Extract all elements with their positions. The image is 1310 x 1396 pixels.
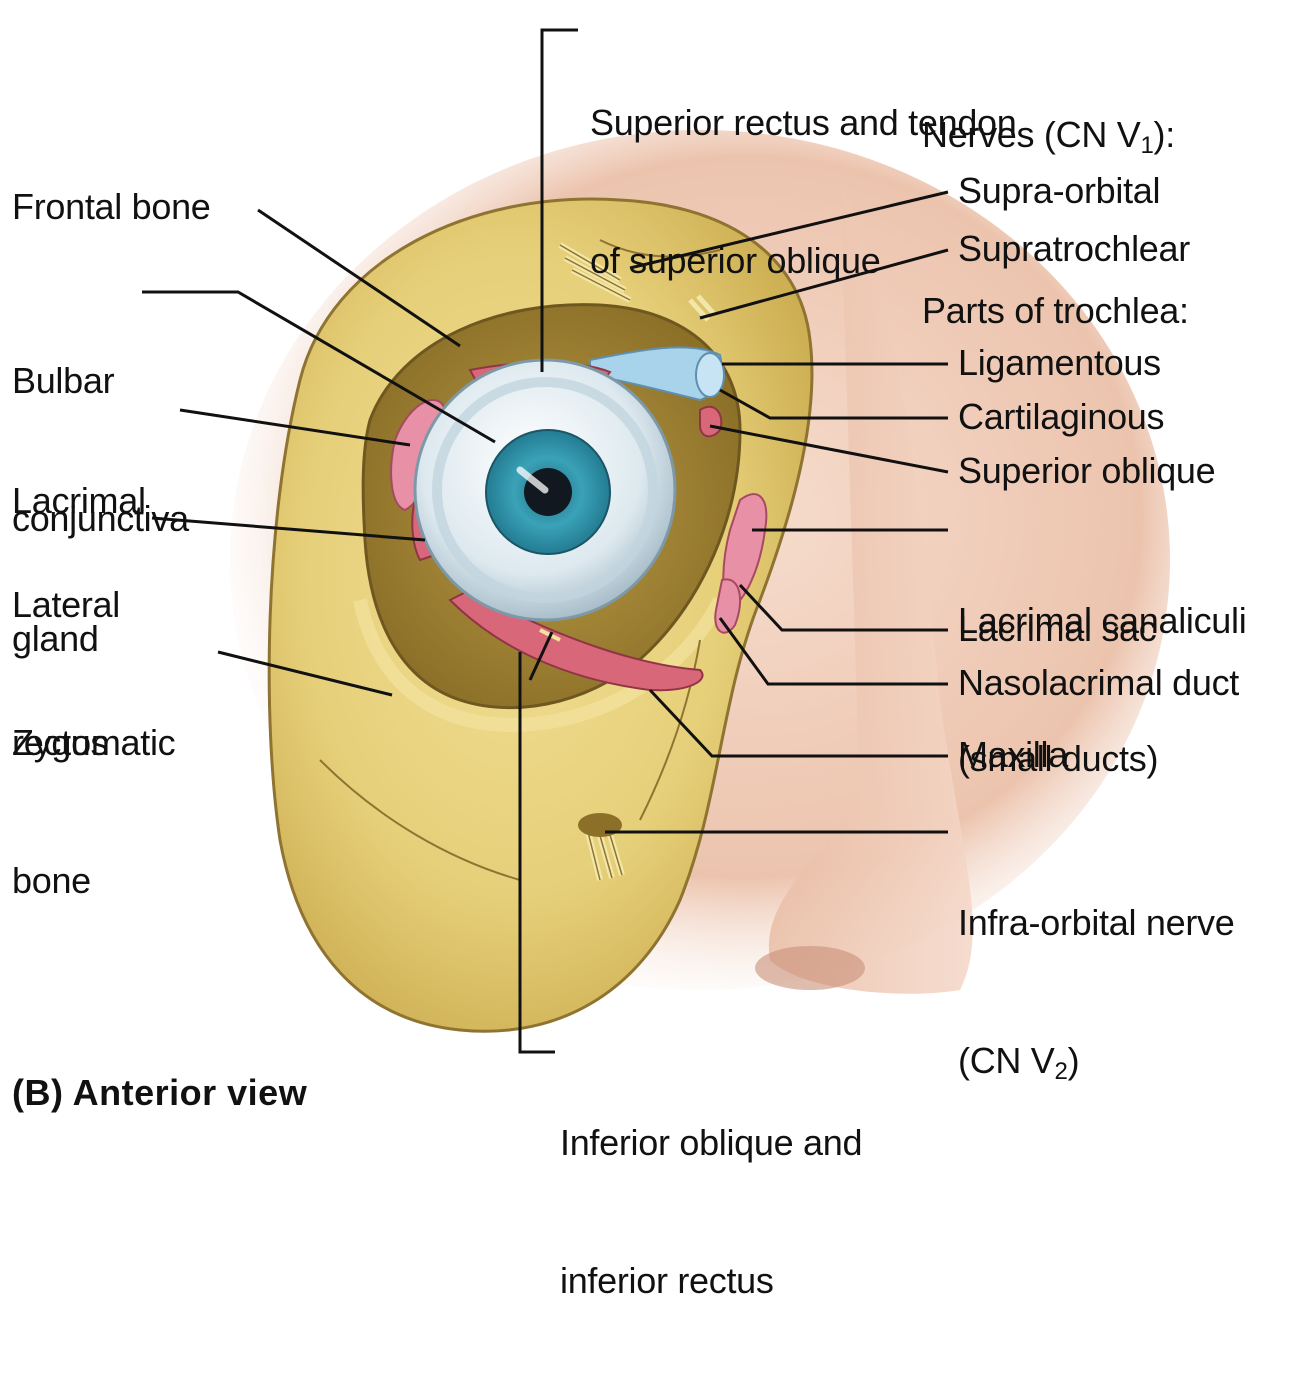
label-inferior-oblique: Inferior oblique and inferior rectus	[560, 1028, 862, 1396]
nerves-header-subscript: 1	[1140, 132, 1153, 159]
label-nasolacrimal-duct: Nasolacrimal duct	[958, 660, 1239, 706]
label-zygomatic-bone-line2: bone	[12, 858, 175, 904]
figure-caption: (B) Anterior view	[12, 1070, 307, 1116]
label-inferior-oblique-line2: inferior rectus	[560, 1258, 862, 1304]
label-cartilaginous: Cartilaginous	[958, 394, 1164, 440]
label-lateral-rectus-line1: Lateral	[12, 582, 120, 628]
label-infra-orbital-line1: Infra-orbital nerve	[958, 900, 1234, 946]
nerves-header-text: Nerves (CN V	[922, 114, 1140, 155]
label-superior-rectus-line2: of superior oblique	[590, 238, 1017, 284]
superior-oblique-muscle	[700, 407, 721, 437]
label-zygomatic-bone-line1: Zygomatic	[12, 720, 175, 766]
label-inferior-oblique-line1: Inferior oblique and	[560, 1120, 862, 1166]
label-ligamentous: Ligamentous	[958, 340, 1161, 386]
eyeball	[415, 360, 675, 620]
label-maxilla: Maxilla	[958, 732, 1068, 778]
label-supratrochlear: Supratrochlear	[958, 226, 1190, 272]
label-nerves-header: Nerves (CN V1):	[922, 112, 1175, 169]
label-trochlea-header: Parts of trochlea:	[922, 288, 1189, 334]
infra-orbital-suffix: )	[1068, 1040, 1080, 1081]
label-frontal-bone: Frontal bone	[12, 184, 211, 230]
label-supra-orbital: Supra-orbital	[958, 168, 1160, 214]
infra-orbital-cn-text: (CN V	[958, 1040, 1055, 1081]
label-zygomatic-bone: Zygomatic bone	[12, 628, 175, 996]
nerves-header-suffix: ):	[1154, 114, 1175, 155]
label-infra-orbital-line2: (CN V2)	[958, 1038, 1234, 1095]
anatomy-figure: Superior rectus and tendon of superior o…	[0, 0, 1310, 1117]
label-lacrimal-sac: Lacrimal sac	[958, 606, 1156, 652]
label-infra-orbital-nerve: Infra-orbital nerve (CN V2)	[958, 808, 1234, 1187]
infra-orbital-subscript: 2	[1055, 1058, 1068, 1085]
label-superior-oblique: Superior oblique	[958, 448, 1215, 494]
